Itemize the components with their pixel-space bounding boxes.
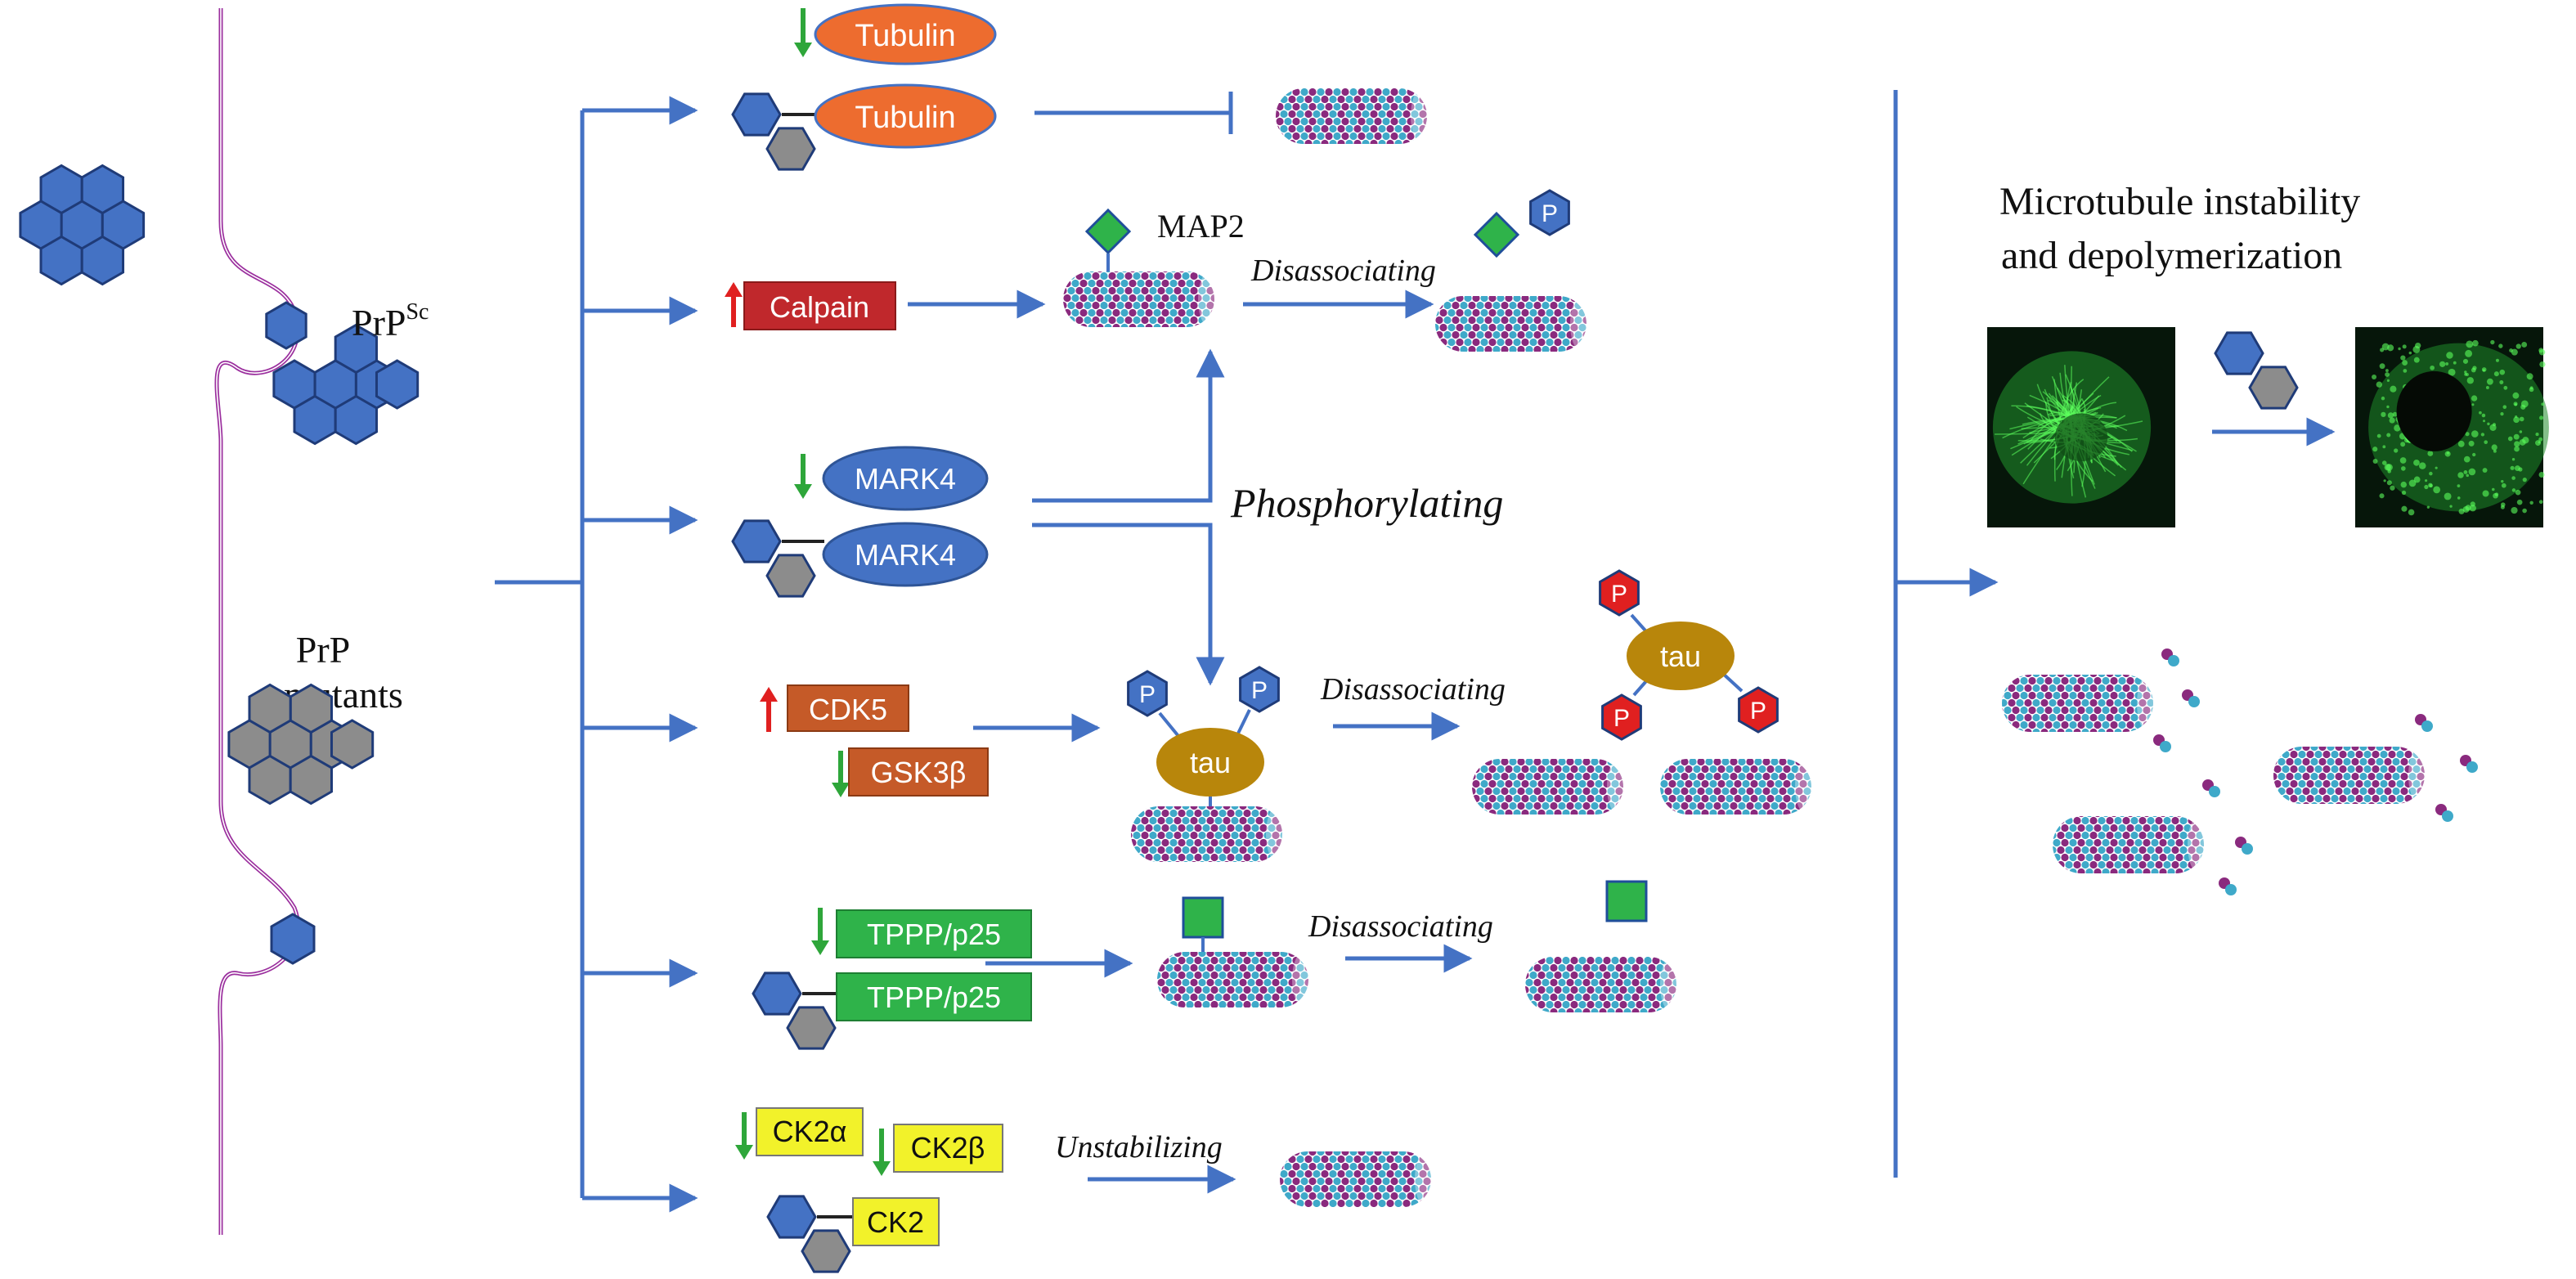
down-arrow-icon bbox=[832, 751, 850, 797]
fluorescence-image-before bbox=[1987, 327, 2175, 527]
microtubule bbox=[1525, 957, 1680, 1012]
ck2-beta-box bbox=[893, 1124, 1003, 1173]
prion-dimer-icon bbox=[752, 972, 837, 1050]
mark4-row: MARK4 MARK4 Phosphorylating bbox=[731, 348, 1503, 686]
tubulin-ellipse-free bbox=[814, 3, 997, 65]
down-arrow-icon bbox=[794, 8, 812, 57]
down-arrow-icon bbox=[735, 1112, 753, 1160]
mark4-label-free: MARK4 bbox=[855, 462, 956, 496]
tau-ellipse-bound bbox=[1156, 728, 1264, 797]
tppp-box-bound bbox=[836, 972, 1032, 1021]
ck2-beta-label: CK2β bbox=[911, 1131, 985, 1165]
fluorescence-image-after bbox=[2355, 327, 2549, 527]
mark4-ellipse-bound bbox=[822, 522, 989, 587]
down-arrow-icon bbox=[811, 908, 829, 955]
tppp-label-bound: TPPP/p25 bbox=[867, 981, 1001, 1014]
tppp-box-free bbox=[836, 909, 1032, 958]
depolymerizing-microtubule bbox=[2273, 747, 2428, 804]
cell-membrane bbox=[214, 8, 301, 1235]
calpain-box bbox=[743, 281, 896, 330]
tubulin-row: Tubulin Tubulin bbox=[731, 3, 1430, 171]
unstabilizing-label: Unstabilizing bbox=[1055, 1130, 1223, 1165]
disassociating-label-2: Disassociating bbox=[1320, 672, 1506, 707]
microtubule bbox=[1157, 952, 1312, 1007]
microtubule bbox=[1131, 806, 1286, 862]
ck2-alpha-box bbox=[756, 1107, 864, 1156]
down-arrow-icon bbox=[873, 1129, 891, 1176]
cdk5-box bbox=[787, 684, 909, 732]
microtubule bbox=[1472, 759, 1627, 815]
tubulin-dimer-fragments bbox=[2153, 648, 2478, 895]
svg-text:P: P bbox=[1613, 705, 1630, 732]
ck2-box bbox=[852, 1197, 940, 1246]
microtubule bbox=[1660, 759, 1815, 815]
microtubule bbox=[1435, 296, 1590, 352]
map2-diamond-icon bbox=[1084, 208, 1132, 255]
prp-mutant-membrane-monomer bbox=[270, 913, 316, 965]
prpsc-aggregate-outside bbox=[19, 164, 146, 286]
microtubule bbox=[1276, 88, 1430, 144]
outcome-title-line2: and depolymerization bbox=[2001, 234, 2342, 277]
map2-label: MAP2 bbox=[1157, 208, 1245, 245]
cdk5-label: CDK5 bbox=[809, 693, 887, 726]
up-arrow-icon bbox=[760, 687, 778, 732]
tubulin-label-bound: Tubulin bbox=[855, 101, 955, 135]
tubulin-label-free: Tubulin bbox=[855, 19, 955, 53]
branch-connector bbox=[495, 96, 698, 1213]
prp-mutants-label-line1: PrP bbox=[296, 629, 350, 671]
cdk5-row: CDK5 GSK3β P P tau Disassociating P P P … bbox=[760, 569, 1815, 862]
svg-text:P: P bbox=[1139, 681, 1156, 708]
calpain-label: Calpain bbox=[770, 290, 869, 324]
prion-dimer-icon bbox=[731, 519, 816, 598]
tppp-square-icon bbox=[1605, 880, 1648, 922]
outcome-panel: Microtubule instability and depolymeriza… bbox=[1893, 90, 2549, 1178]
tau-label-free: tau bbox=[1660, 640, 1701, 673]
tppp-square-icon bbox=[1182, 896, 1224, 939]
mark4-label-bound: MARK4 bbox=[855, 538, 956, 572]
mark4-ellipse-free bbox=[822, 446, 989, 511]
prpsc-label: PrPSc bbox=[352, 299, 429, 343]
depolymerizing-microtubule bbox=[2053, 816, 2207, 873]
prion-dimer-icon bbox=[2214, 331, 2299, 410]
prion-dimer-icon bbox=[766, 1195, 851, 1273]
svg-text:P: P bbox=[1611, 581, 1627, 608]
prpsc-membrane-monomer bbox=[265, 301, 307, 350]
prion-dimer-icon bbox=[731, 92, 816, 171]
disassociating-label-1: Disassociating bbox=[1250, 254, 1436, 288]
calpain-row: Calpain MAP2 Disassociating P bbox=[725, 189, 1590, 352]
map2-diamond-icon bbox=[1473, 211, 1520, 258]
depolymerizing-microtubule bbox=[2002, 675, 2156, 732]
svg-text:P: P bbox=[1251, 677, 1268, 704]
tppp-row: TPPP/p25 TPPP/p25 Disassociating bbox=[752, 880, 1680, 1050]
disassociating-label-3: Disassociating bbox=[1308, 909, 1493, 944]
prpsc-aggregate-inside bbox=[272, 323, 420, 446]
svg-text:P: P bbox=[1542, 200, 1558, 227]
microtubule bbox=[1280, 1151, 1434, 1207]
up-arrow-icon bbox=[725, 282, 743, 327]
microtubule bbox=[1063, 272, 1218, 327]
svg-text:P: P bbox=[1750, 698, 1766, 725]
phosphorylating-label: Phosphorylating bbox=[1230, 480, 1503, 526]
tau-label-bound: tau bbox=[1190, 746, 1231, 779]
phospho-p-icon: P bbox=[1529, 189, 1570, 236]
ck2-row: CK2α CK2β CK2 Unstabilizing bbox=[735, 1107, 1434, 1273]
tubulin-ellipse-bound bbox=[814, 83, 997, 149]
ck2-alpha-label: CK2α bbox=[773, 1115, 847, 1148]
phospho-p-icon: P bbox=[1599, 569, 1640, 617]
phospho-p-icon: P bbox=[1601, 693, 1642, 741]
phospho-p-icon: P bbox=[1738, 686, 1779, 734]
outcome-title-line1: Microtubule instability bbox=[1999, 180, 2360, 223]
prp-mutant-aggregate bbox=[227, 683, 375, 806]
phospho-p-icon: P bbox=[1239, 666, 1280, 713]
tau-ellipse-free bbox=[1627, 622, 1735, 690]
ck2-label: CK2 bbox=[867, 1205, 924, 1239]
down-arrow-icon bbox=[794, 454, 812, 499]
phospho-p-icon: P bbox=[1127, 670, 1168, 717]
tppp-label-free: TPPP/p25 bbox=[867, 918, 1001, 951]
gsk3b-box bbox=[848, 747, 989, 797]
gsk3b-label: GSK3β bbox=[871, 756, 967, 789]
cell-membrane-inner bbox=[216, 8, 299, 1235]
